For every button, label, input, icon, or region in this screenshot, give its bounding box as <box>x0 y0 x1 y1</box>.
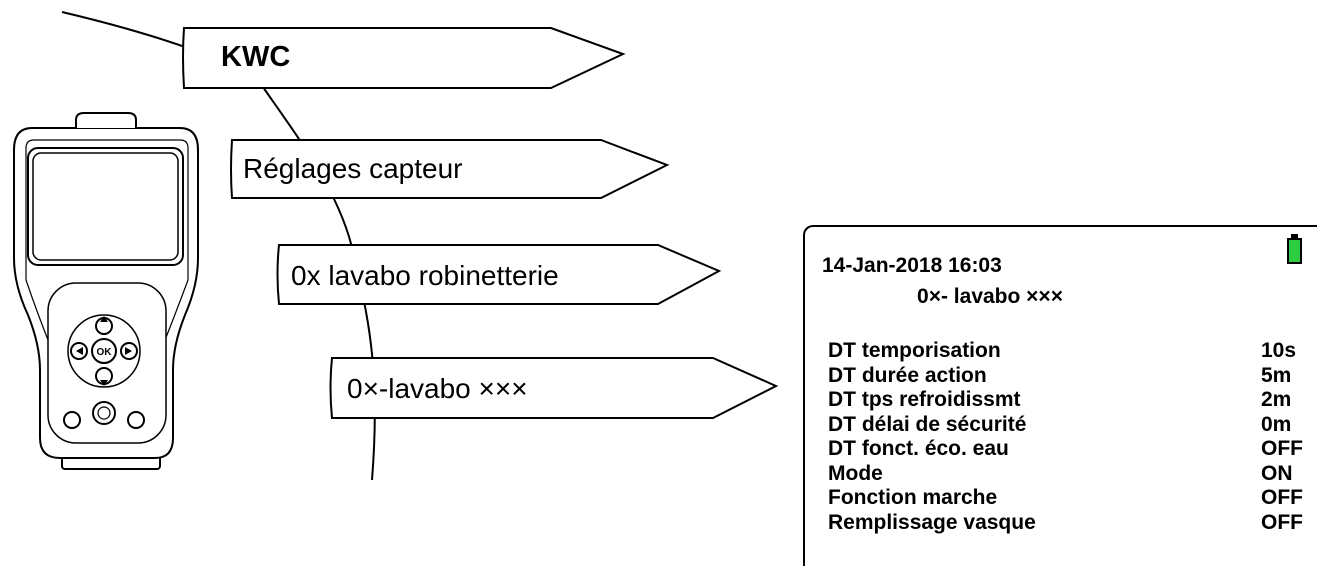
menu-arrow-2 <box>230 139 670 199</box>
menu-arrow-4 <box>329 357 779 419</box>
param-label: DT durée action <box>828 363 987 387</box>
param-value: OFF <box>1261 510 1303 534</box>
menu-label-1: KWC <box>221 41 290 73</box>
param-value: OFF <box>1261 486 1303 509</box>
param-row: DT temporisation 10s <box>828 339 1317 364</box>
param-row: DT durée action 5m <box>828 364 1317 389</box>
menu-label-4: 0×-lavabo ××× <box>347 373 528 404</box>
param-row: DT tps refroidissmt 2m <box>828 388 1317 413</box>
param-value: OFF <box>1261 437 1303 460</box>
menu-label-3: 0x lavabo robinetterie <box>291 260 559 291</box>
param-label: Fonction marche <box>828 486 998 509</box>
param-list: DT temporisation 10s DT durée action 5m … <box>828 339 1317 535</box>
param-label: DT délai de sécurité <box>828 412 1027 436</box>
remote-control-icon <box>13 112 199 470</box>
device-screen: 14-Jan-2018 16:03 0×- lavabo ××× DT temp… <box>803 225 1317 566</box>
menu-arrow-1 <box>182 27 626 89</box>
param-label: DT temporisation <box>828 339 1001 362</box>
param-row: Remplissage vasque OFF <box>828 511 1317 536</box>
ok-key-label: OK <box>97 347 113 358</box>
param-value: ON <box>1261 461 1293 485</box>
param-row: Mode ON <box>828 462 1317 487</box>
param-label: DT tps refroidissmt <box>828 388 1021 411</box>
device-name: 0×- lavabo ××× <box>917 285 1063 308</box>
datetime: 14-Jan-2018 16:03 <box>822 254 1002 277</box>
param-row: DT délai de sécurité 0m <box>828 413 1317 438</box>
param-value: 2m <box>1261 388 1292 411</box>
param-row: DT fonct. éco. eau OFF <box>828 437 1317 462</box>
param-label: Mode <box>828 461 883 485</box>
param-row: Fonction marche OFF <box>828 486 1317 511</box>
param-value: 0m <box>1261 412 1292 436</box>
param-label: Remplissage vasque <box>828 510 1036 534</box>
menu-label-2: Réglages capteur <box>243 153 462 184</box>
menu-arrow-3 <box>276 244 722 305</box>
battery-icon <box>1287 234 1302 264</box>
param-label: DT fonct. éco. eau <box>828 437 1009 460</box>
param-value: 5m <box>1261 363 1292 387</box>
param-value: 10s <box>1261 339 1297 362</box>
